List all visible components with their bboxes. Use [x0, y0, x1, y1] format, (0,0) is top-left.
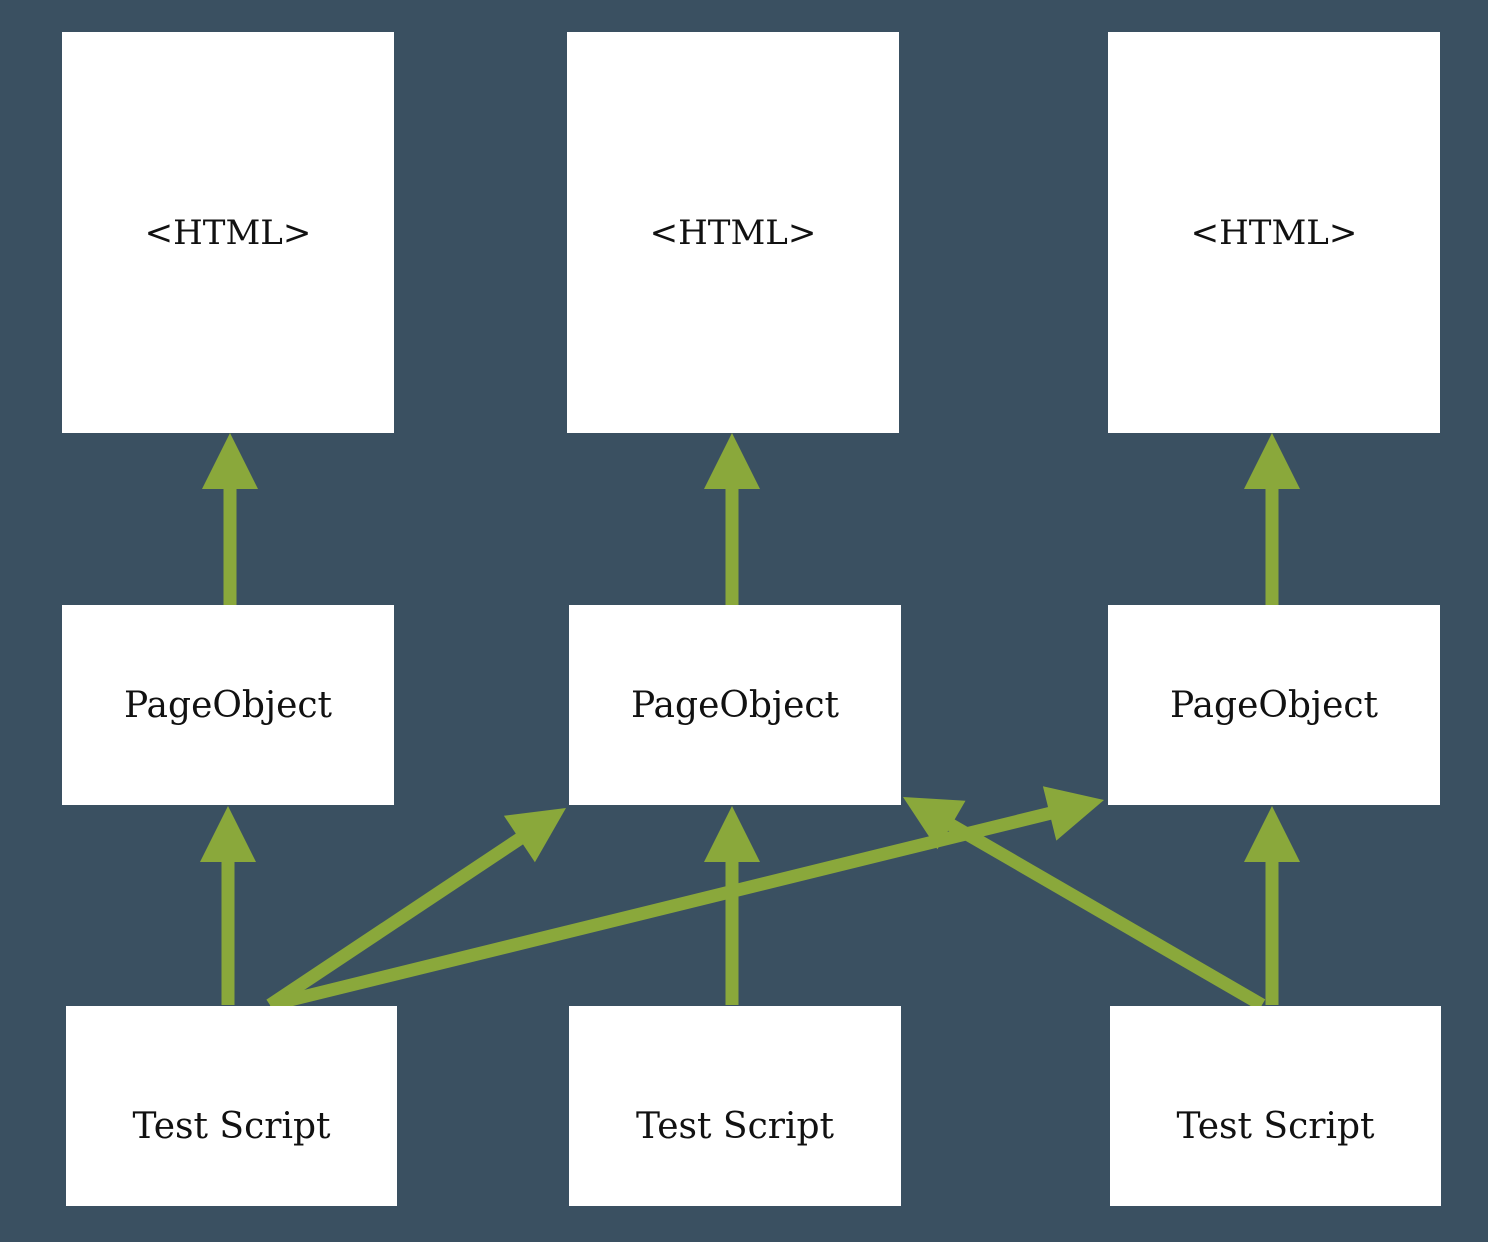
html-page-label: <HTML>: [1190, 212, 1358, 253]
test-script-box: Test Script: [569, 1006, 901, 1206]
arrow-shaft: [266, 831, 527, 1011]
html-page-label: <HTML>: [649, 212, 817, 253]
arrow-head: [1244, 806, 1300, 862]
test-script-box: Test Script: [66, 1006, 397, 1206]
page-object-box: PageObject: [62, 605, 394, 805]
arrow-head: [704, 806, 760, 862]
arrow-head: [704, 433, 760, 489]
html-page-box: <HTML>: [1108, 32, 1440, 433]
page-object-label: PageObject: [123, 684, 333, 726]
html-page-box: <HTML>: [567, 32, 899, 433]
arrow-head: [903, 797, 966, 850]
page-object-box: PageObject: [569, 605, 901, 805]
page-object-label: PageObject: [1169, 684, 1379, 726]
page-object-label: PageObject: [630, 684, 840, 726]
arrow-shaft: [944, 817, 1266, 1011]
arrow-head: [1042, 786, 1104, 841]
html-page-box: <HTML>: [62, 32, 394, 433]
arrow-head: [202, 433, 258, 489]
test-script-label: Test Script: [636, 1105, 834, 1147]
test-script-box: Test Script: [1110, 1006, 1441, 1206]
html-page-label: <HTML>: [144, 212, 312, 253]
arrow-head: [1244, 433, 1300, 489]
page-object-box: PageObject: [1108, 605, 1440, 805]
arrow-head: [200, 806, 256, 862]
arrow-head: [503, 808, 566, 863]
test-script-label: Test Script: [1176, 1105, 1375, 1147]
test-script-label: Test Script: [132, 1105, 331, 1147]
arrow-shaft: [268, 806, 1056, 1012]
